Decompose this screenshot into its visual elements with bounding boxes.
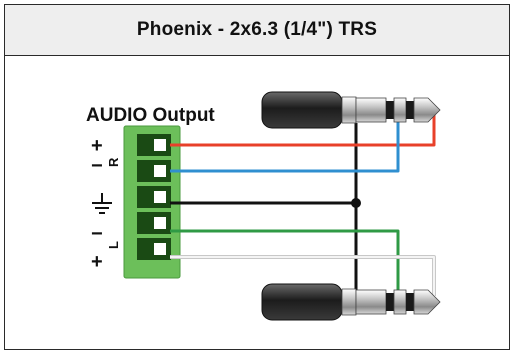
wire-blue [170, 108, 400, 173]
pin-labels: + − R − + L [91, 135, 121, 273]
terminal-slot [137, 134, 171, 156]
diagram-title: Phoenix - 2x6.3 (1/4") TRS [136, 19, 378, 40]
wire-red [170, 110, 436, 147]
terminal-slots [137, 134, 171, 260]
pin-label-r-plus: + [91, 135, 103, 157]
pin-label-l-minus: − [91, 223, 103, 245]
title-bar: Phoenix - 2x6.3 (1/4") TRS [5, 5, 509, 56]
terminal-slot [137, 212, 171, 234]
pin-label-l-plus: + [91, 251, 103, 273]
diagram-frame: Phoenix - 2x6.3 (1/4") TRS [4, 4, 510, 350]
pin-label-r: R [106, 157, 121, 167]
connector-label: AUDIO Output [86, 105, 215, 126]
ground-symbol-icon [92, 193, 112, 214]
terminal-slot [137, 160, 171, 182]
terminal-slot [137, 238, 171, 260]
terminal-slot [137, 186, 171, 208]
pin-label-l: L [106, 241, 121, 249]
trs-plug-lower [261, 283, 441, 321]
wires [170, 108, 436, 303]
ground-junction [351, 198, 361, 208]
pin-label-r-minus: − [91, 155, 103, 177]
trs-plug-upper [261, 91, 441, 129]
wire-green [170, 229, 400, 298]
